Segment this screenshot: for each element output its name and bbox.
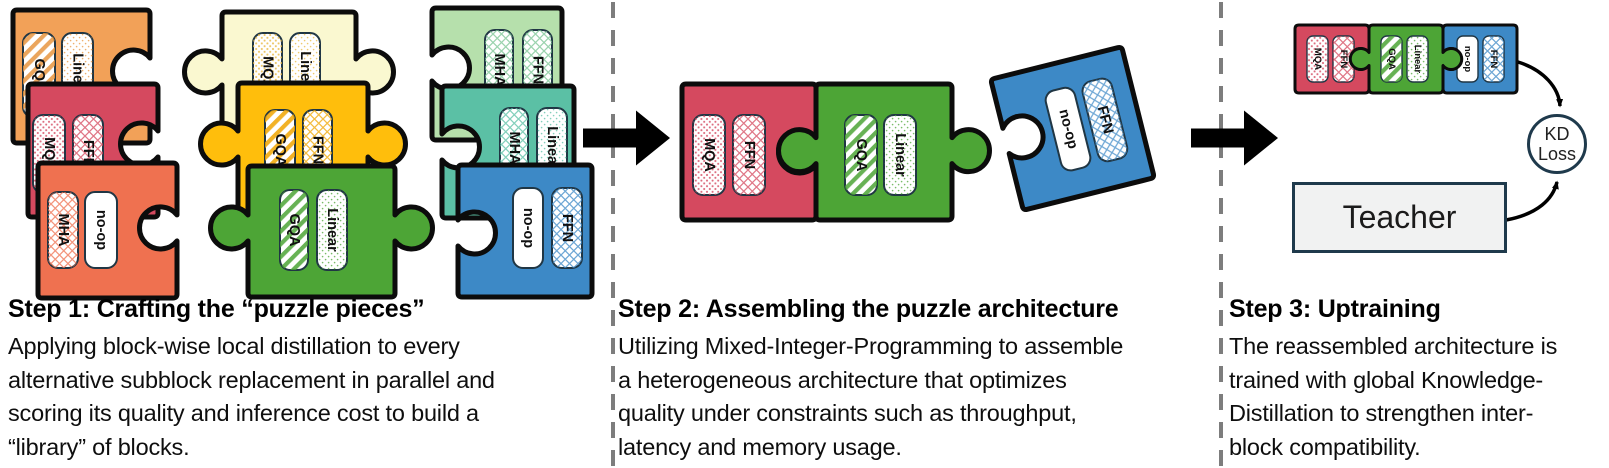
svg-text:Linear: Linear: [892, 133, 908, 177]
svg-text:FFN: FFN: [1338, 50, 1349, 69]
arrow-architecture-to-kdloss: [1517, 60, 1564, 108]
svg-text:FFN: FFN: [1094, 104, 1116, 135]
teacher-label: Teacher: [1342, 199, 1457, 235]
step-2-heading: Step 2: Assembling the puzzle architectu…: [618, 295, 1119, 323]
puzzle-piece-green: GQA Linear: [208, 163, 435, 300]
svg-text:GQA: GQA: [272, 133, 288, 167]
svg-text:MHA: MHA: [491, 53, 507, 87]
block-pill-gqa: GQA: [844, 114, 878, 196]
puzzle-piece-coral: MHA no-op: [35, 160, 180, 301]
svg-text:Linear: Linear: [1412, 45, 1423, 74]
svg-text:FFN: FFN: [741, 141, 757, 169]
svg-text:MHA: MHA: [55, 213, 71, 247]
svg-text:FFN: FFN: [559, 214, 575, 242]
step-3-heading: Step 3: Uptraining: [1229, 295, 1441, 323]
kd-loss-node: KD Loss: [1527, 114, 1587, 174]
puzzle-piece-crimson: MQA FFN: [679, 81, 819, 223]
svg-text:no-op: no-op: [520, 208, 536, 248]
kd-loss-line2: Loss: [1537, 144, 1577, 164]
svg-text:Linear: Linear: [544, 126, 560, 170]
svg-text:GQA: GQA: [286, 213, 302, 247]
puzzle-piece-blue: no-op FFN: [455, 162, 595, 300]
step-2-body: Utilizing Mixed-Integer-Programming to a…: [618, 333, 1124, 460]
svg-text:GQA: GQA: [1386, 48, 1397, 70]
block-pill-ffn: FFN: [1482, 35, 1505, 83]
block-pill-no-op: no-op: [1044, 86, 1092, 172]
puzzle-piece-green: GQA Linear: [776, 81, 992, 223]
svg-text:FFN: FFN: [310, 136, 326, 164]
block-pill-ffn: FFN: [732, 114, 766, 196]
block-pill-ffn: FFN: [1081, 77, 1129, 163]
svg-text:MQA: MQA: [1312, 48, 1323, 70]
block-pill-linear: Linear: [1406, 35, 1429, 83]
step-1-body: Applying block-wise local distillation t…: [8, 333, 495, 460]
svg-text:no-op: no-op: [1462, 46, 1473, 73]
step-3-caption: Step 3: Uptraining The reassembled archi…: [1229, 295, 1603, 464]
step-1-caption: Step 1: Crafting the “puzzle pieces” App…: [8, 295, 593, 464]
svg-text:GQA: GQA: [853, 138, 869, 172]
svg-text:FFN: FFN: [1488, 50, 1499, 69]
block-pill-ffn: FFN: [551, 187, 583, 269]
block-pill-mqa: MQA: [692, 114, 726, 196]
block-pill-linear: Linear: [883, 114, 917, 196]
teacher-node: Teacher: [1292, 182, 1507, 253]
svg-text:FFN: FFN: [530, 56, 546, 84]
svg-text:MQA: MQA: [701, 138, 717, 172]
step-3-body: The reassembled architecture is trained …: [1229, 333, 1558, 460]
svg-text:MHA: MHA: [506, 131, 522, 165]
step-1-heading: Step 1: Crafting the “puzzle pieces”: [8, 295, 425, 323]
step-arrow-2: [1191, 110, 1278, 166]
block-pill-mqa: MQA: [1306, 35, 1329, 83]
svg-text:Linear: Linear: [324, 208, 340, 252]
step-arrow-1: [583, 110, 670, 166]
kd-loss-line1: KD: [1544, 124, 1570, 144]
svg-text:no-op: no-op: [93, 210, 109, 250]
block-pill-no-op: no-op: [512, 187, 544, 269]
step-2-caption: Step 2: Assembling the puzzle architectu…: [618, 295, 1213, 464]
puzzle-piece-green: GQA Linear: [1348, 23, 1464, 95]
block-pill-no-op: no-op: [84, 191, 118, 269]
block-pill-linear: Linear: [316, 189, 348, 271]
block-pill-gqa: GQA: [1380, 35, 1403, 83]
block-pill-gqa: GQA: [279, 189, 309, 271]
arrow-teacher-to-kdloss: [1505, 180, 1559, 222]
block-pill-mha: MHA: [47, 191, 79, 269]
